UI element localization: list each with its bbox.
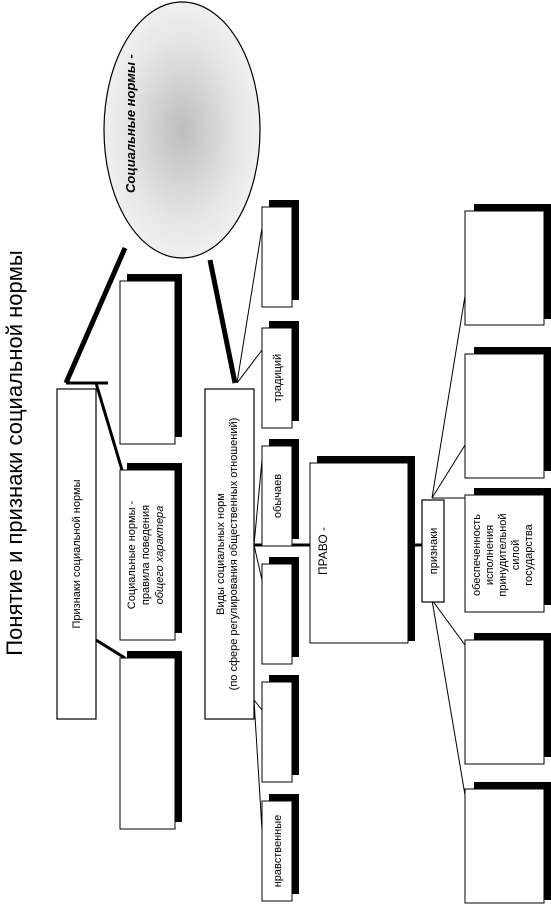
features-branch-2 [431,444,466,499]
types-item-traditions [261,327,293,429]
types-item-moral [261,800,293,902]
types-branch-5 [253,699,263,711]
page-title: Понятие и признаки социальной нормы [2,250,27,655]
law-feature-line-5: государства [523,523,535,585]
types-item-moral-label: нравственные [272,815,284,888]
law-features-label: признаки [428,528,440,574]
law-features-box: признаки [421,499,445,603]
signs-definition-line-1: Социальные нормы - [126,500,138,609]
signs-column: Социальные нормы - правила поведения общ… [119,274,182,830]
definition-ellipse: Социальные нормы - [103,1,261,259]
law-box-label: ПРАВО - [316,527,330,575]
law-features-column: обеспеченность исполнения принудительной… [464,204,551,904]
signs-definition-line-2: правила поведения [140,505,152,605]
types-branch-6 [253,699,263,831]
types-box-label-line-2: (по сфере регулирования общественных отн… [228,418,240,691]
law-box: ПРАВО - [309,456,415,644]
types-items: традиций обычаев нравственные [261,200,299,902]
types-item-customs-label: обычаев [272,474,284,518]
features-branch-5 [431,599,466,796]
law-feature-line-2: исполнения [484,525,496,585]
features-branch-1 [431,295,466,499]
law-feature-empty-3 [464,639,545,765]
types-box: Виды социальных норм (по сфере регулиров… [204,388,255,720]
law-feature-line-4: силой [510,540,522,570]
signs-box-label: Признаки социальной нормы [71,479,83,628]
law-feature-empty-1 [464,210,545,326]
ellipse-label: Социальные нормы - [123,54,138,193]
types-branch-3 [253,459,263,546]
ellipse-to-signs-connector [63,246,128,385]
types-item-empty-1 [261,206,293,308]
signs-box: Признаки социальной нормы [56,388,97,720]
types-item-customs [261,445,293,547]
law-feature-coercion [464,494,545,613]
signs-definition-box [119,469,176,641]
types-item-empty-2 [261,563,293,665]
law-feature-line-1: обеспеченность [471,514,483,596]
types-branch-1 [236,227,263,384]
types-item-empty-3 [261,681,293,783]
types-box-label-line-1: Виды социальных норм [215,493,227,615]
types-branch-4 [253,544,263,581]
ellipse-to-types-connector [207,259,238,384]
law-feature-empty-4 [464,788,545,904]
types-branch-2 [236,349,263,384]
types-item-traditions-label: традиций [272,354,284,402]
signs-branch-1 [94,382,124,471]
signs-branch-2 [95,638,126,660]
signs-empty-box-bottom [119,657,176,830]
signs-empty-box-top [119,280,176,445]
law-feature-empty-2 [464,353,545,479]
features-branch-4 [431,599,466,646]
law-feature-line-3: принудительной [497,513,509,596]
signs-definition-line-3: общего характера [154,506,166,605]
